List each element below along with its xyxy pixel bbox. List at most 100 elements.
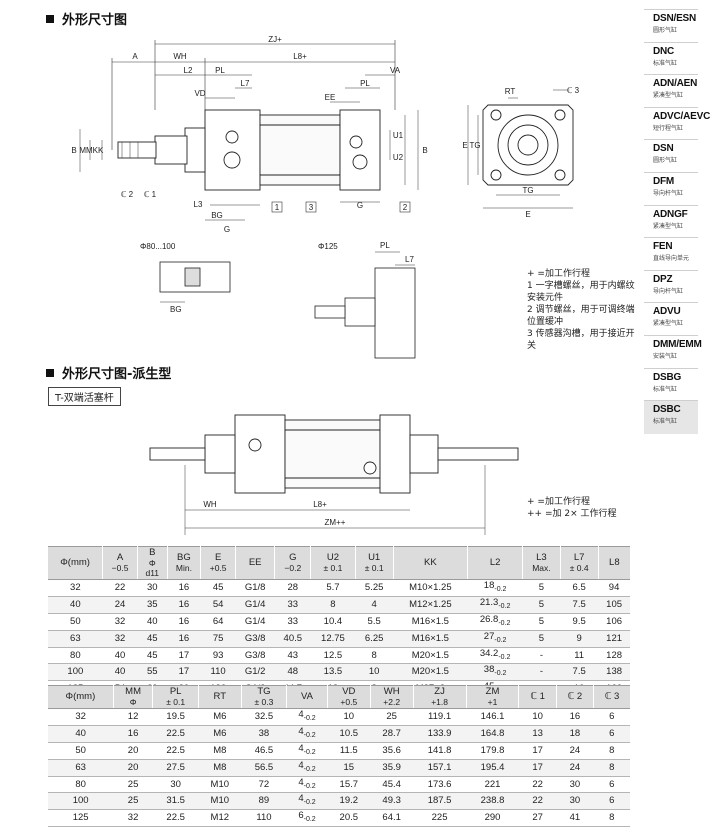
table-cell: 26.8-0.2 <box>467 613 523 631</box>
table-cell: 25 <box>113 776 153 794</box>
table-header-cell: L8 <box>598 546 630 580</box>
table-cell: 40 <box>102 663 138 682</box>
dim-kk: KK <box>93 146 104 155</box>
table-cell: 33 <box>274 596 311 614</box>
dim-tg-horizontal: TG <box>522 186 533 195</box>
detail-phi80-label: Φ80...100 <box>140 242 176 251</box>
table-cell: 12.75 <box>310 630 356 648</box>
table-cell: 50 <box>48 742 114 760</box>
sidebar-item-subtitle: 短行程气缸 <box>653 124 684 132</box>
table-cell: 238.8 <box>466 792 519 811</box>
table-header-cell: A−0.5 <box>102 546 138 580</box>
table-cell: 16 <box>113 725 153 743</box>
table-cell: 110 <box>200 663 236 682</box>
dim-zj: ZJ+ <box>268 35 282 44</box>
table-cell: G1/4 <box>235 613 275 631</box>
dim-wrench1: ℂ 1 <box>144 190 157 199</box>
table-cell: G1/2 <box>235 663 275 682</box>
sidebar-item-subtitle: 紧凑型气缸 <box>653 320 684 328</box>
sidebar-item-subtitle: 标准气缸 <box>653 59 678 67</box>
callout-3: 3 <box>309 203 314 212</box>
sidebar-item-code: ADNGF <box>653 208 688 220</box>
detail-phi80-100-drawing: Φ80...100 BG <box>140 240 250 320</box>
table-header-cell: Φ(mm) <box>48 546 104 580</box>
notes-main: + =加工作行程 1 一字槽螺丝，用于内螺纹 安装元件 2 调节螺丝，用于可调终… <box>527 268 635 352</box>
detail-phi125-drawing: Φ125 PL L7 <box>300 238 430 368</box>
table-cell: 19.5 <box>152 708 199 726</box>
table-cell: 10.4 <box>310 613 356 631</box>
table-cell: 6 <box>593 725 630 743</box>
sidebar-item-code: ADN/AEN <box>653 78 698 90</box>
table-cell: 22.5 <box>152 742 199 760</box>
table-cell: 100 <box>48 663 103 682</box>
table-cell: 164.8 <box>466 725 519 743</box>
table-cell: 16 <box>556 708 594 726</box>
table-cell: 100 <box>48 792 114 811</box>
table-cell: 22.5 <box>152 809 199 827</box>
dim-l8: L8+ <box>293 52 307 61</box>
table-cell: M12 <box>198 809 242 827</box>
table-cell: 5 <box>522 613 561 631</box>
table-cell: 24 <box>556 759 594 777</box>
note-line: 位置缓冲 <box>527 317 564 327</box>
note-line: 1 一字槽螺丝，用于内螺纹 <box>527 281 635 291</box>
note-line: ++ =加 2× 工作行程 <box>527 509 617 519</box>
table-header-cell: Φ(mm) <box>48 685 114 709</box>
table-cell: M10 <box>198 792 242 811</box>
sidebar-item-subtitle: 标准气缸 <box>653 418 678 426</box>
table-cell: 56.5 <box>241 759 287 777</box>
note-line: + =加工作行程 <box>527 269 590 279</box>
table-cell: 43 <box>274 647 311 665</box>
table-cell: 34.2-0.2 <box>467 647 523 665</box>
table-cell: 63 <box>48 630 103 648</box>
table-cell: 121 <box>598 630 630 648</box>
table-cell: 11 <box>560 647 599 665</box>
variant-tag: T-双端活塞杆 <box>48 387 121 406</box>
table-cell: 45.4 <box>370 776 414 794</box>
table-cell: 64.1 <box>370 809 414 827</box>
table-cell: 80 <box>48 776 114 794</box>
table-header-cell: PL± 0.1 <box>152 685 199 709</box>
table-cell: 89 <box>241 792 287 811</box>
table-header-cell: VA <box>286 685 328 709</box>
table-cell: 10 <box>327 708 371 726</box>
dim-b-right: B <box>422 146 427 155</box>
table-cell: 28 <box>274 579 311 597</box>
table-cell: 157.1 <box>413 759 467 777</box>
table-header-cell: ℂ 1 <box>518 685 557 709</box>
table-cell: 16 <box>167 579 201 597</box>
table-cell: 9 <box>560 630 599 648</box>
table-cell: M10 <box>198 776 242 794</box>
table-cell: 10.5 <box>327 725 371 743</box>
table-cell: 40 <box>48 596 103 614</box>
table-cell: 4-0.2 <box>286 742 328 760</box>
notes-derived: + =加工作行程 ++ =加 2× 工作行程 <box>527 496 616 520</box>
table-cell: 146.1 <box>466 708 519 726</box>
table-cell: 195.4 <box>466 759 519 777</box>
sidebar-item-code: DPZ <box>653 273 673 285</box>
table-header-cell: ℂ 3 <box>593 685 630 709</box>
table-cell: - <box>522 647 561 665</box>
